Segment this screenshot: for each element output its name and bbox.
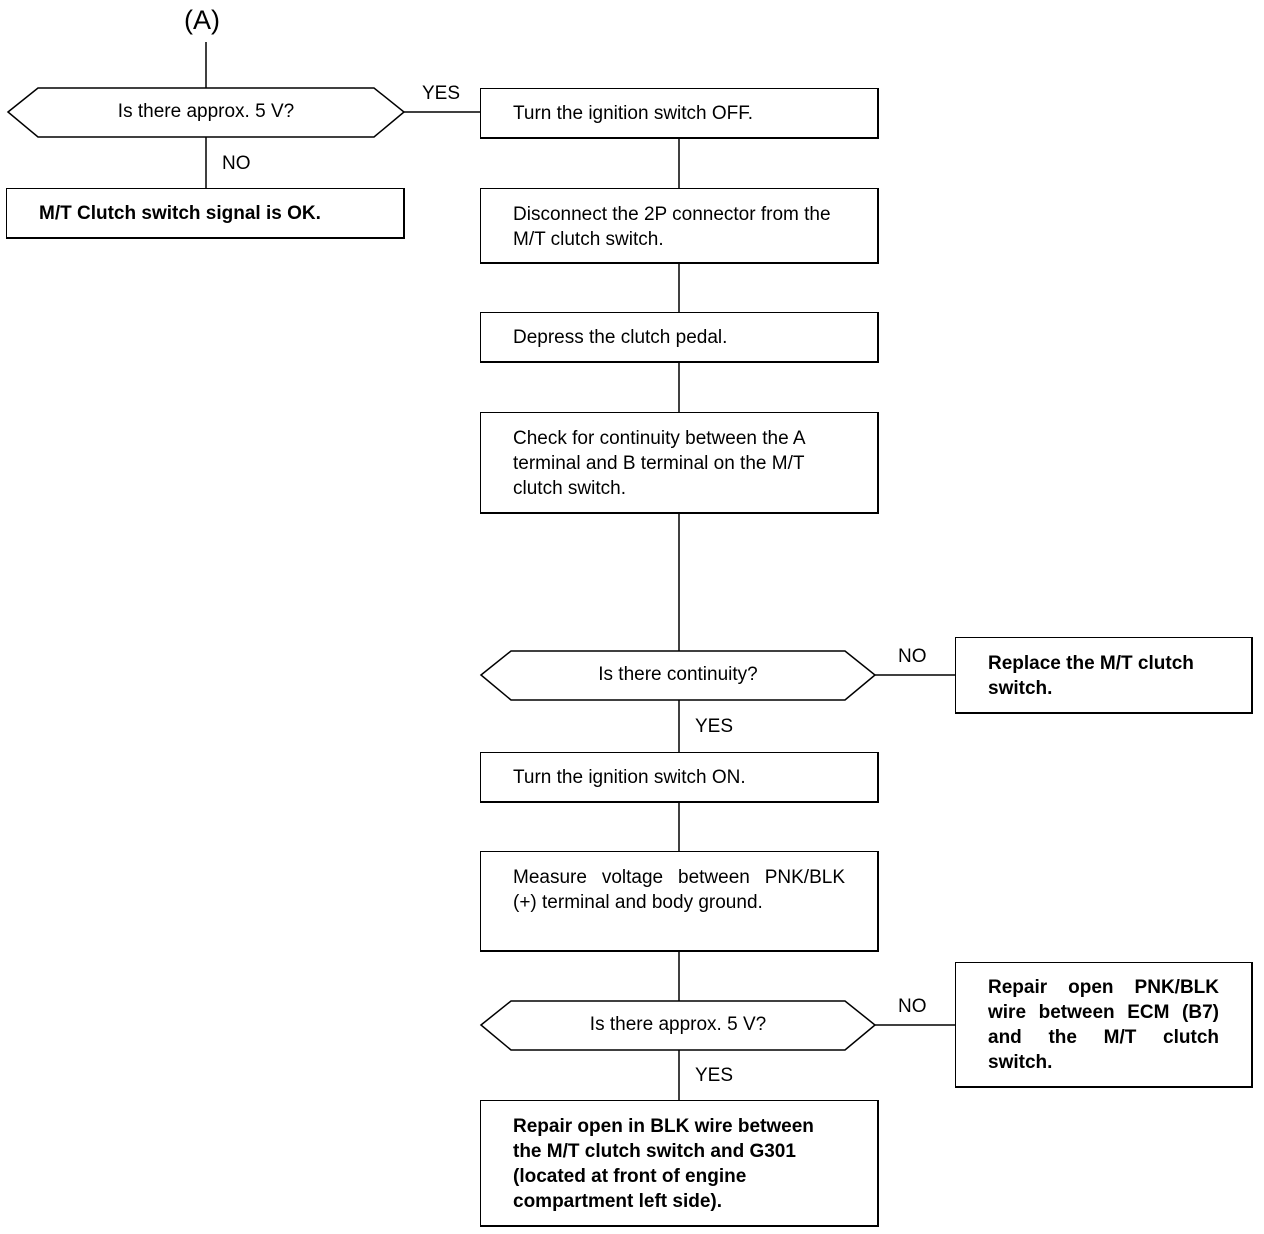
box-replace-switch: Replace the M/T clutch switch.	[955, 637, 1253, 714]
box-check-continuity: Check for continuity between the A termi…	[480, 412, 879, 514]
branch-label-no: NO	[222, 153, 251, 174]
branch-label-yes: YES	[695, 716, 734, 737]
decision-diamond-3	[479, 1000, 877, 1051]
box-text: Turn the ignition switch ON.	[513, 767, 746, 788]
box-repair-blk: Repair open in BLK wire between the M/T …	[480, 1100, 879, 1227]
box-text: Depress the clutch pedal.	[513, 327, 728, 348]
branch-label-yes: YES	[422, 83, 461, 104]
box-signal-ok: M/T Clutch switch signal is OK.	[6, 188, 405, 239]
box-depress-pedal: Depress the clutch pedal.	[480, 312, 879, 363]
box-disconnect-connector: Disconnect the 2P connector from the M/T…	[480, 188, 879, 264]
box-text: Repair open in BLK wire between the M/T …	[513, 1116, 814, 1212]
branch-label-yes: YES	[695, 1065, 734, 1086]
box-text: Replace the M/T clutch switch.	[988, 653, 1194, 699]
box-text: Check for continuity between the A termi…	[513, 428, 805, 499]
box-measure-voltage: Measure voltage between PNK/BLK (+) term…	[480, 851, 879, 952]
start-label: (A)	[184, 5, 220, 35]
box-repair-pnk-blk: Repair open PNK/BLK wire between ECM (B7…	[955, 962, 1253, 1088]
branch-label-no: NO	[898, 646, 927, 667]
branch-label-no: NO	[898, 996, 927, 1017]
decision-3-text: Is there approx. 5 V?	[589, 1014, 767, 1035]
decision-1-text: Is there approx. 5 V?	[117, 101, 295, 122]
decision-diamond-1	[6, 87, 406, 138]
box-text: Turn the ignition switch OFF.	[513, 103, 754, 124]
box-text: Measure voltage between PNK/BLK (+) term…	[513, 867, 845, 913]
box-text: M/T Clutch switch signal is OK.	[39, 203, 321, 224]
box-ignition-on: Turn the ignition switch ON.	[480, 752, 879, 803]
box-ignition-off: Turn the ignition switch OFF.	[480, 88, 879, 139]
decision-diamond-2	[479, 650, 877, 701]
box-text: Disconnect the 2P connector from the M/T…	[513, 204, 831, 250]
box-text: Repair open PNK/BLK wire between ECM (B7…	[988, 977, 1219, 1073]
decision-2-text: Is there continuity?	[598, 664, 758, 685]
